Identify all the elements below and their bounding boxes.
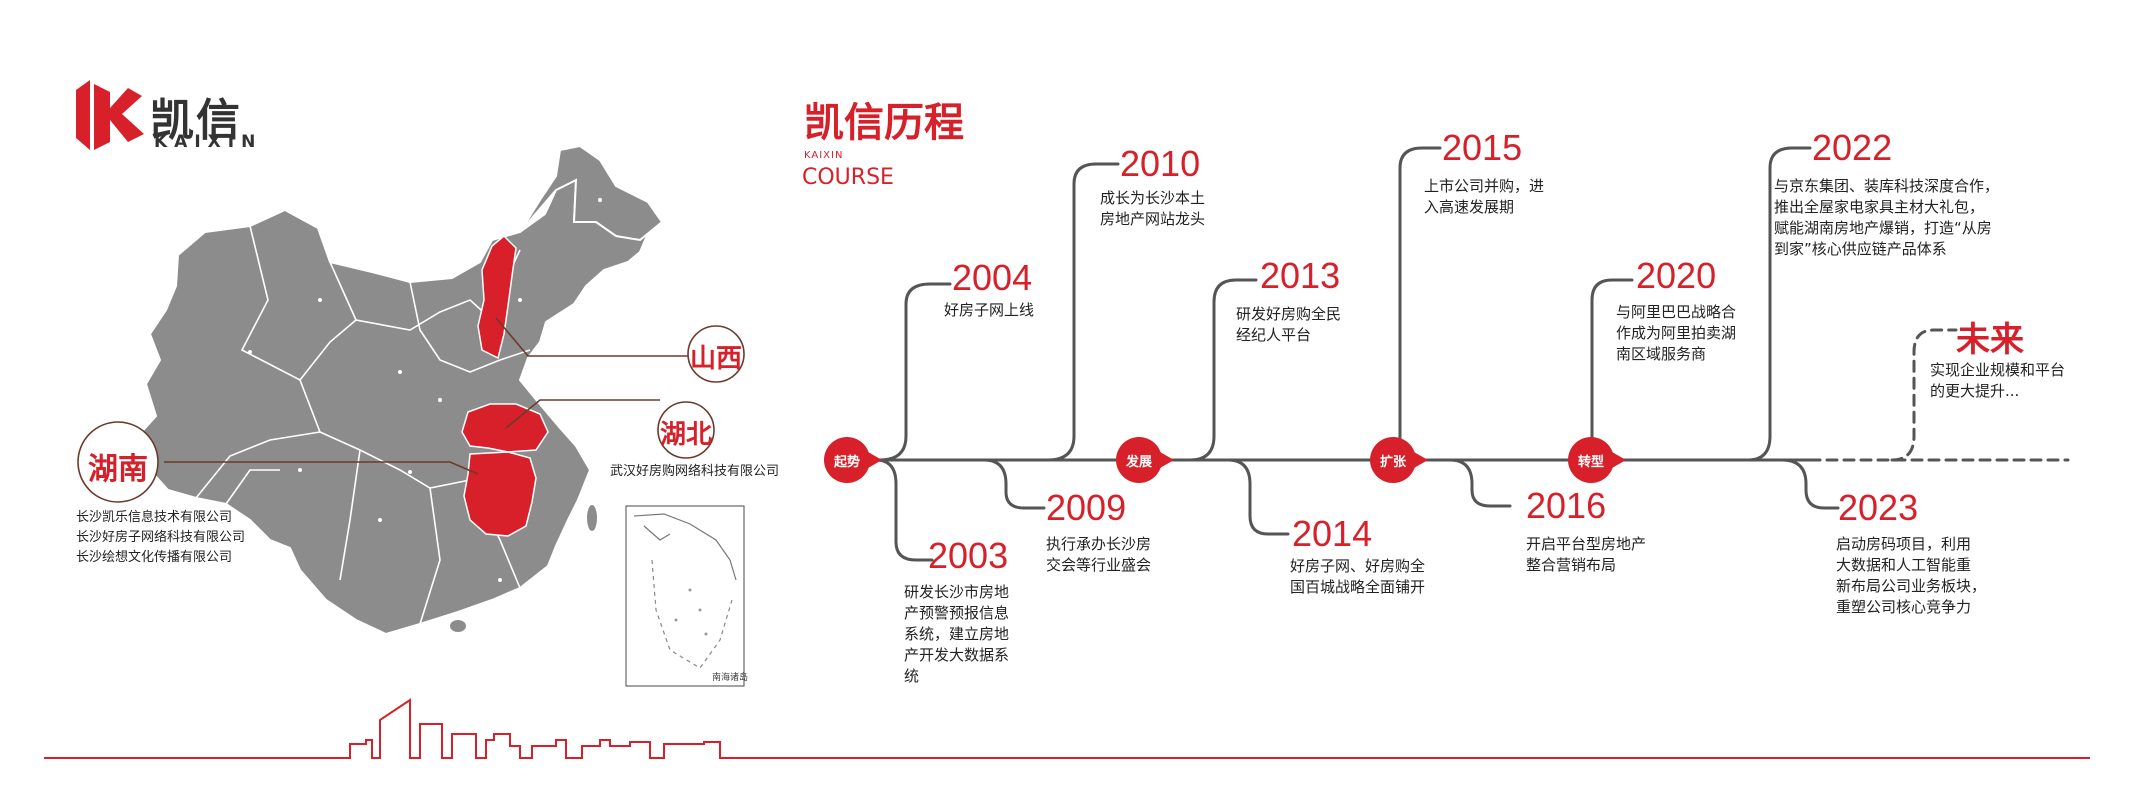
- hunan-company-list: 长沙凯乐信息技术有限公司 长沙好房子网络科技有限公司 长沙绘想文化传播有限公司: [76, 508, 245, 568]
- branch-2004: [878, 282, 952, 462]
- branch-2003: [874, 458, 934, 562]
- city-skyline: [44, 698, 2090, 759]
- milestone-year: 2020: [1636, 255, 1717, 296]
- milestone-year: 2010: [1120, 143, 1201, 184]
- milestone-year: 2015: [1442, 127, 1523, 168]
- hubei-company: 武汉好房购网络科技有限公司: [610, 464, 780, 479]
- china-map-northeast: [519, 144, 664, 242]
- milestone-description: 好房子网上线: [944, 301, 1035, 319]
- hunan-company: 长沙凯乐信息技术有限公司: [76, 510, 233, 525]
- hunan-company: 长沙绘想文化传播有限公司: [76, 550, 233, 565]
- milestone-description: 与阿里巴巴战略合 作成为阿里拍卖湖 南区域服务商: [1616, 303, 1737, 363]
- milestone-description: 上市公司并购，进 入高速发展期: [1424, 177, 1545, 216]
- milestone-year: 2004: [952, 257, 1033, 298]
- page-title-english: COURSE: [802, 165, 894, 190]
- province-shanxi-shape: [477, 234, 517, 360]
- branch-2016: [1448, 458, 1512, 508]
- taiwan-island: [587, 505, 597, 531]
- hunan-callout-circle: [77, 421, 159, 503]
- milestone-year: 2009: [1046, 487, 1127, 528]
- milestone-year: 2014: [1292, 513, 1373, 554]
- callout-lines: [164, 317, 696, 475]
- province-label-hunan: 湖南: [88, 452, 148, 487]
- milestone-description: 执行承办长沙房 交会等行业盛会: [1046, 535, 1152, 574]
- branch-2009: [982, 458, 1046, 510]
- hainan-island: [450, 620, 466, 632]
- milestone-description: 好房子网、好房购全 国百城战略全面铺开: [1290, 557, 1426, 596]
- milestone-description: 成长为长沙本土 房地产网站龙头: [1100, 189, 1206, 228]
- province-label-hubei: 湖北: [659, 420, 712, 450]
- province-label-shanxi: 山西: [689, 344, 742, 374]
- page-title: 凯信历程: [804, 100, 964, 146]
- milestone-year: 2003: [928, 535, 1009, 576]
- stage-marker-kuozhang: 扩张: [1370, 437, 1428, 483]
- kaixin-logo-icon: [76, 80, 144, 150]
- future-label: 未来: [1956, 320, 2024, 360]
- milestone-year: 2022: [1812, 127, 1893, 168]
- stage-marker-fazhan: 发展: [1116, 437, 1174, 483]
- logo-english-name: KAIXIN: [154, 132, 263, 152]
- milestone-description: 与京东集团、装库科技深度合作， 推出全屋家电家具主材大礼包， 赋能湖南房地产爆销…: [1774, 177, 2000, 258]
- stage-marker-qishi: 起势: [824, 437, 882, 483]
- milestone-description: 开启平台型房地产 整合营销布局: [1526, 535, 1647, 574]
- milestone-year: 2013: [1260, 255, 1341, 296]
- shanxi-callout-circle: [687, 325, 745, 383]
- branch-2010: [1046, 162, 1120, 462]
- milestone-description: 启动房码项目，利用 大数据和人工智能重 新布局公司业务板块， 重塑公司核心竞争力: [1836, 535, 1987, 616]
- branch-future: [1890, 328, 1958, 462]
- hunan-company: 长沙好房子网络科技有限公司: [76, 530, 246, 545]
- milestone-year: 2016: [1526, 485, 1607, 526]
- future-description: 实现企业规模和平台 的更大提升...: [1930, 361, 2066, 400]
- branch-2013: [1188, 278, 1258, 462]
- city-dots: [248, 198, 602, 582]
- milestone-description: 研发长沙市房地 产预警预报信息 系统，建立房地 产开发大数据系 统: [904, 583, 1010, 685]
- branch-2023: [1780, 458, 1840, 510]
- logo-chinese-name: 凯信: [150, 95, 242, 146]
- hubei-callout-circle: [657, 401, 715, 459]
- province-hunan-shape: [463, 451, 537, 537]
- branch-2014: [1226, 458, 1290, 536]
- south-china-sea-inset-frame: [625, 505, 745, 687]
- milestone-year: 2023: [1838, 487, 1919, 528]
- inset-caption: 南海诸岛: [712, 673, 749, 683]
- china-map: [77, 144, 745, 687]
- province-hubei-shape: [461, 403, 549, 453]
- page-title-small: KAIXIN: [804, 150, 844, 161]
- stage-marker-zhuanxing: 转型: [1568, 437, 1626, 483]
- milestone-description: 研发好房购全民 经纪人平台: [1236, 305, 1342, 344]
- branch-2022: [1746, 146, 1812, 462]
